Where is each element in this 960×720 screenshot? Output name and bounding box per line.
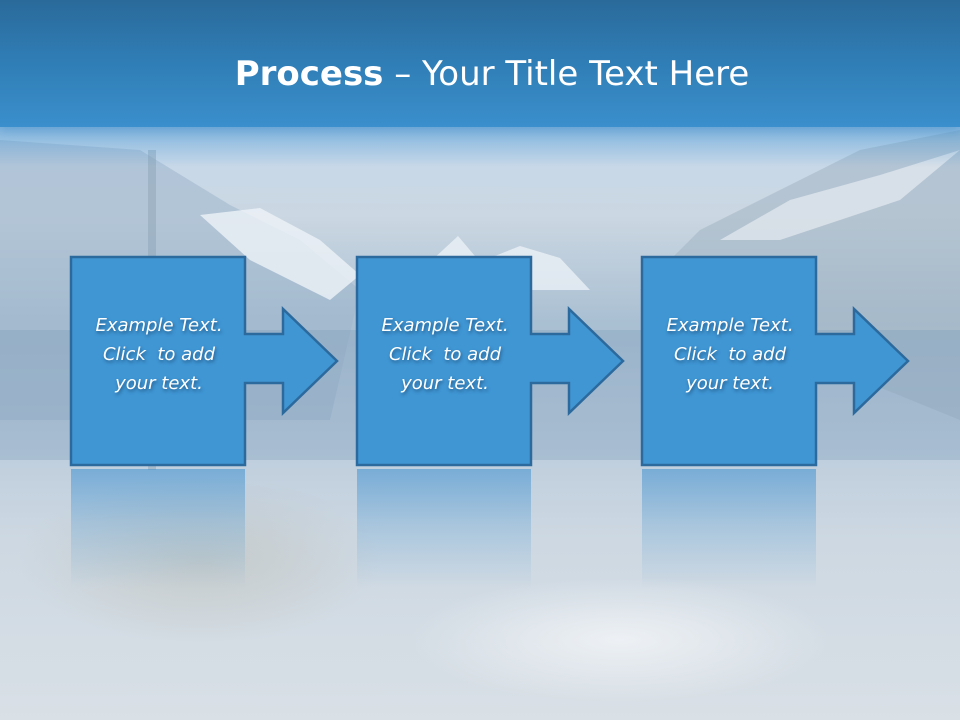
title-rest-part: – Your Title Text Here <box>383 54 750 94</box>
step-text-line: your text. <box>401 373 489 394</box>
arrow-box-shape <box>355 255 625 467</box>
arrow-box-shape <box>69 255 339 467</box>
arrow-box-shape <box>640 255 910 467</box>
step-text-line: your text. <box>115 373 203 394</box>
process-step-3[interactable]: Example Text. Click to add your text. <box>640 255 913 589</box>
step-text[interactable]: Example Text. Click to add your text. <box>360 311 530 398</box>
process-step-1[interactable]: Example Text. Click to add your text. <box>69 255 342 589</box>
step-text[interactable]: Example Text. Click to add your text. <box>645 311 815 398</box>
step-text-line: Example Text. <box>666 315 794 336</box>
step-text-line: Click to add <box>673 344 786 365</box>
step-text[interactable]: Example Text. Click to add your text. <box>74 311 244 398</box>
title-bold-part: Process <box>234 54 384 94</box>
step-text-line: Click to add <box>102 344 215 365</box>
step-text-line: Example Text. <box>381 315 509 336</box>
step-reflection <box>71 469 245 589</box>
title-bar <box>0 0 960 127</box>
step-text-line: Example Text. <box>95 315 223 336</box>
step-text-line: your text. <box>686 373 774 394</box>
process-step-2[interactable]: Example Text. Click to add your text. <box>355 255 628 589</box>
slide-title[interactable]: Process – Your Title Text Here <box>0 52 960 96</box>
step-text-line: Click to add <box>388 344 501 365</box>
step-reflection <box>357 469 531 589</box>
title-bar-fade <box>0 127 960 167</box>
step-reflection <box>642 469 816 589</box>
